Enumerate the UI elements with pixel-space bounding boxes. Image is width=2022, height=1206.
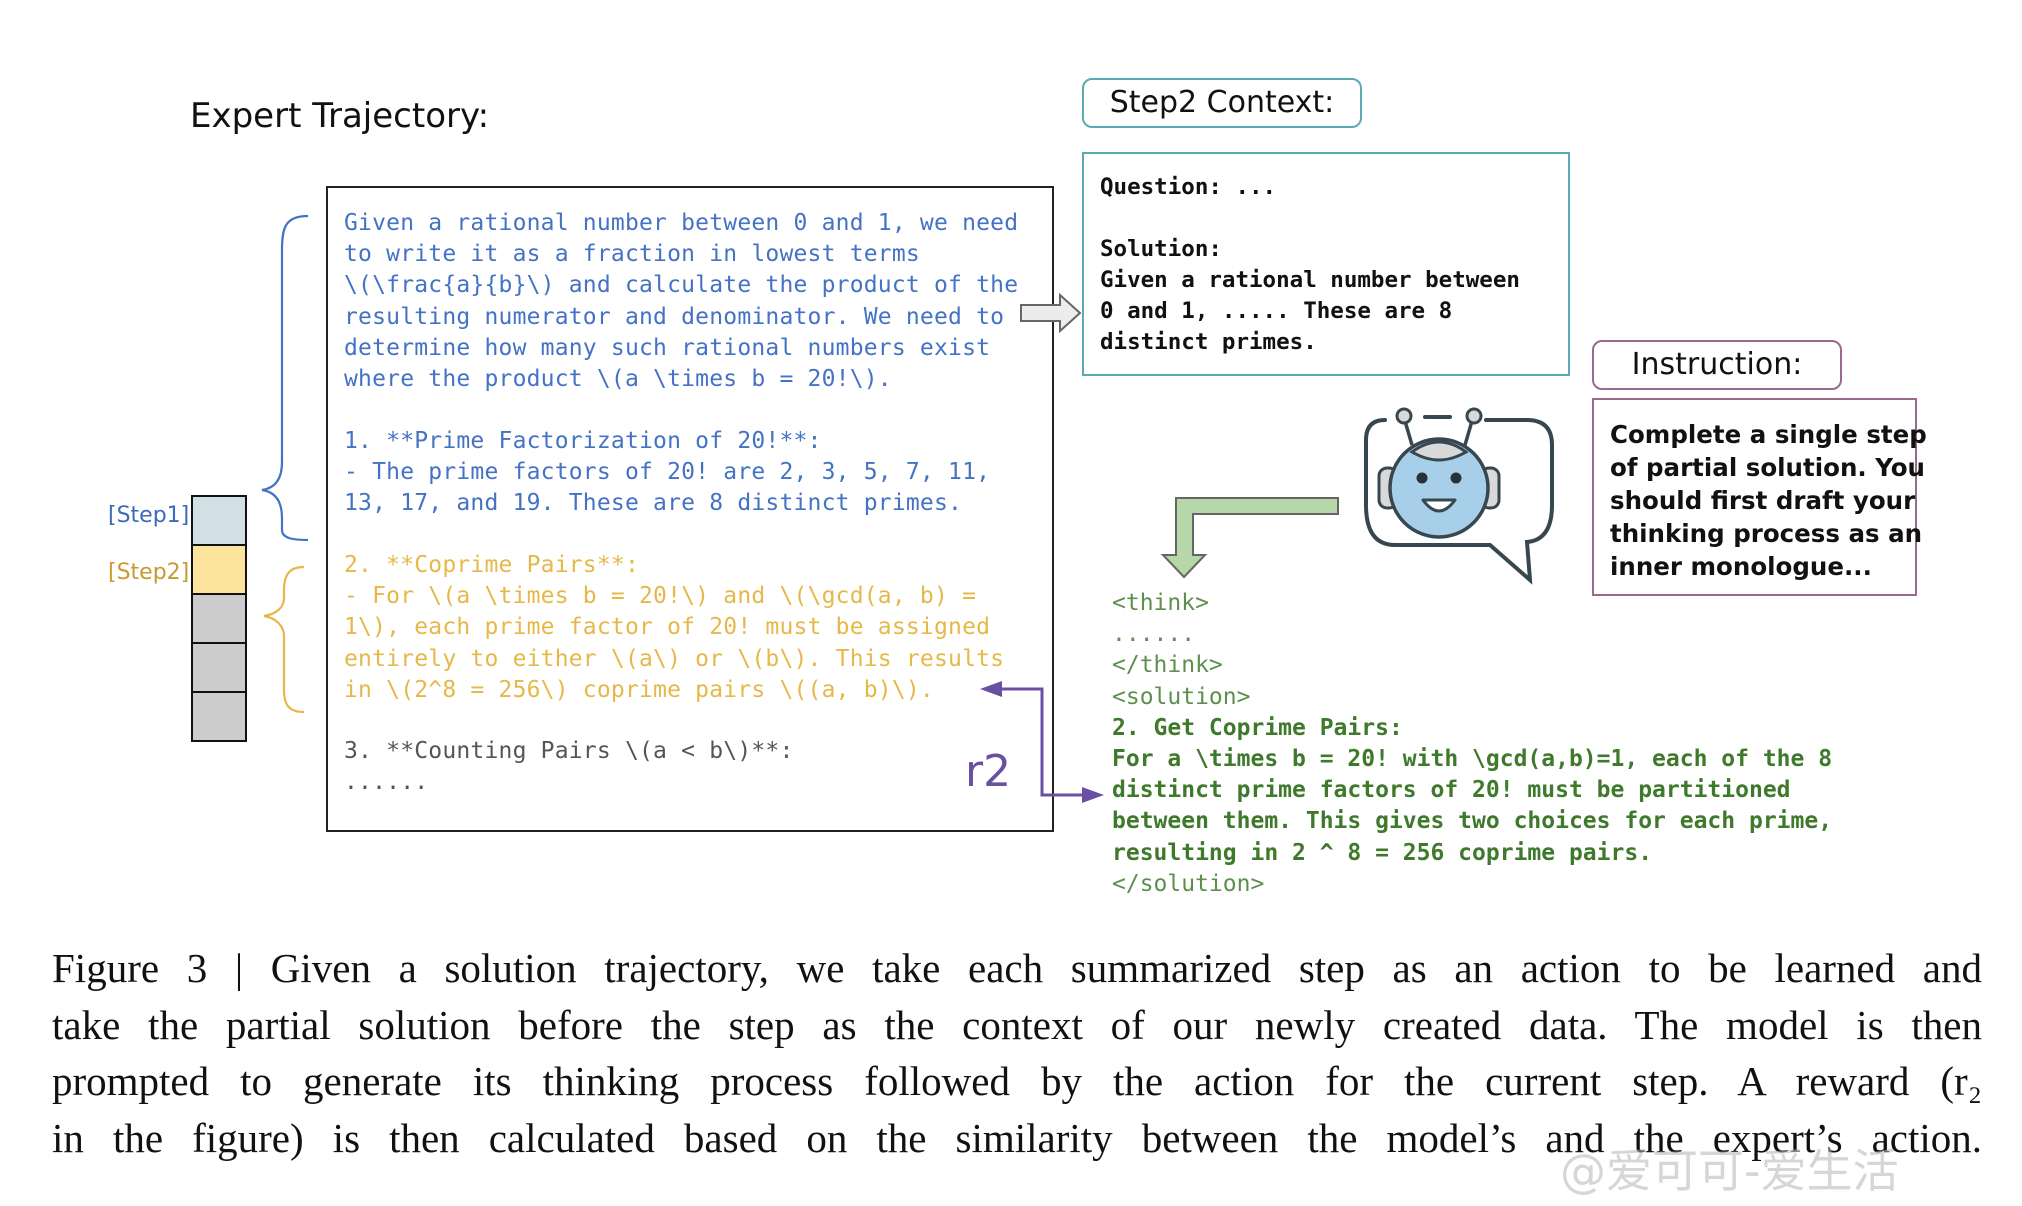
instruction-tab: Instruction: — [1592, 340, 1842, 390]
elbow-down-arrow-icon — [1160, 497, 1339, 579]
instruction-text: Complete a single step of partial soluti… — [1610, 420, 1927, 581]
step2-label: [Step2] — [108, 560, 190, 585]
caption-line: prompted to generate its thinking proces… — [52, 1058, 1982, 1104]
step1-text: Given a rational number between 0 and 1,… — [344, 210, 1019, 393]
reward-label: r2 — [965, 746, 1012, 797]
instruction-box: Complete a single step of partial soluti… — [1592, 398, 1927, 596]
step3-text: 3. **Counting Pairs \(a < b\)**: ...... — [344, 738, 794, 796]
step2-context-tab: Step2 Context: — [1082, 78, 1362, 128]
robot-chat-icon — [1364, 407, 1554, 585]
caption-line: in the figure) is then calculated based … — [52, 1114, 1982, 1161]
step1-list-text: 1. **Prime Factorization of 20!**: - The… — [344, 428, 991, 517]
step-stack — [191, 495, 247, 742]
step1-label: [Step1] — [108, 503, 190, 528]
reward-arrowhead-right-icon — [1082, 787, 1104, 803]
double-headed-elbow-arrow-icon — [1000, 687, 1085, 797]
expert-trajectory-box: Given a rational number between 0 and 1,… — [326, 186, 1054, 832]
output-closing-tag: </solution> — [1112, 870, 1265, 897]
model-output: <think> ...... </think> <solution> 2. Ge… — [1112, 588, 1832, 900]
output-tags: <think> ...... </think> <solution> — [1112, 590, 1251, 710]
step-cell-future — [191, 691, 247, 742]
step2-context-box: Question: ... Solution: Given a rational… — [1082, 152, 1570, 376]
caption-line: Figure 3 | Given a solution trajectory, … — [52, 945, 1982, 991]
context-question: Question: ... — [1100, 174, 1277, 200]
step2-brace-icon — [263, 565, 305, 714]
step-cell-future — [191, 642, 247, 693]
caption-line: take the partial solution before the ste… — [52, 1001, 1982, 1048]
right-arrow-icon — [1020, 292, 1082, 334]
output-solution-text: 2. Get Coprime Pairs: For a \times b = 2… — [1112, 714, 1833, 866]
expert-trajectory-title: Expert Trajectory: — [190, 96, 490, 136]
reward-arrowhead-left-icon — [980, 681, 1002, 697]
step-cell-step2 — [191, 544, 247, 595]
figure-caption: Figure 3 | Given a solution trajectory, … — [52, 940, 1982, 1166]
step1-brace-icon — [261, 214, 309, 542]
context-solution: Solution: Given a rational number betwee… — [1100, 236, 1520, 355]
step2-text: 2. **Coprime Pairs**: - For \(a \times b… — [344, 552, 1005, 703]
watermark: @爱可可-爱生活 — [1560, 1144, 1899, 1198]
